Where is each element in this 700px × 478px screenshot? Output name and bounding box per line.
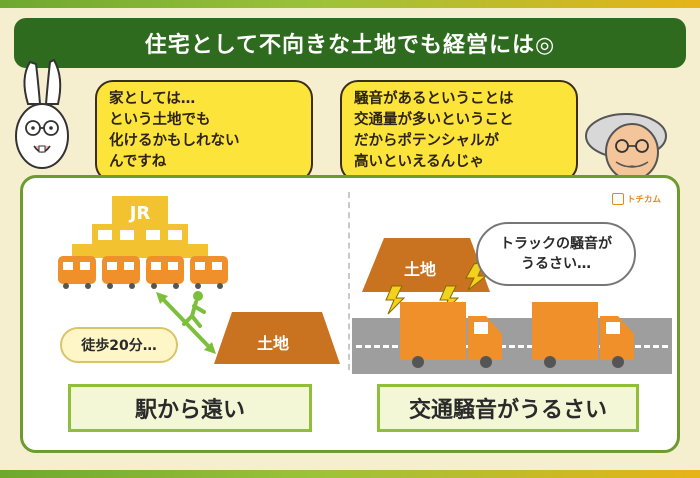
- walking-person-icon: [156, 291, 216, 354]
- caption-text: 駅から遠い: [134, 398, 245, 423]
- brand-logo: トチカム: [612, 190, 674, 208]
- rabbit-speech-bubble: 家としては… という土地でも 化けるかもしれない んですね: [95, 80, 313, 182]
- title-banner: 住宅として不向きな土地でも経営には◎: [14, 18, 686, 68]
- brand-name: トチカム: [627, 195, 662, 205]
- caption-traffic-noise: 交通騒音がうるさい: [377, 384, 639, 432]
- logo-icon: [612, 193, 624, 205]
- speech-line: 交通量が多いということ: [354, 112, 514, 128]
- road-center-line: [356, 345, 668, 348]
- noise-thought-bubble: トラックの騒音が うるさい…: [476, 222, 636, 286]
- land-label: 土地: [257, 334, 290, 353]
- noise-line: うるさい…: [521, 256, 591, 272]
- land-label: 土地: [404, 260, 437, 279]
- caption-far-from-station: 駅から遠い: [68, 384, 312, 432]
- jr-logo: JR: [128, 203, 151, 224]
- page-title: 住宅として不向きな土地でも経営には◎: [144, 33, 556, 58]
- top-stripe: [0, 0, 700, 8]
- noise-line: トラックの騒音が: [500, 236, 612, 252]
- land-plot-right: [362, 238, 490, 292]
- station-building-icon: [72, 196, 208, 258]
- caption-text: 交通騒音がうるさい: [408, 398, 607, 423]
- train-cars-icon: [58, 256, 228, 289]
- speech-line: んですね: [109, 154, 167, 170]
- speech-line: という土地でも: [109, 112, 211, 128]
- walk-time-bubble: 徒歩20分…: [60, 327, 178, 363]
- land-plot-left: [214, 312, 340, 364]
- truck-icon: [532, 302, 634, 368]
- speech-line: 高いといえるんじゃ: [354, 154, 485, 170]
- walk-time-label: 徒歩20分…: [81, 338, 157, 354]
- speech-line: 化けるかもしれない: [109, 133, 240, 149]
- bottom-stripe: [0, 470, 700, 478]
- speech-line: 騒音があるということは: [354, 91, 514, 107]
- speech-line: だからポテンシャルが: [354, 133, 499, 149]
- truck-icon: [400, 302, 502, 368]
- section-divider: [348, 192, 350, 370]
- speech-line: 家としては…: [109, 91, 196, 107]
